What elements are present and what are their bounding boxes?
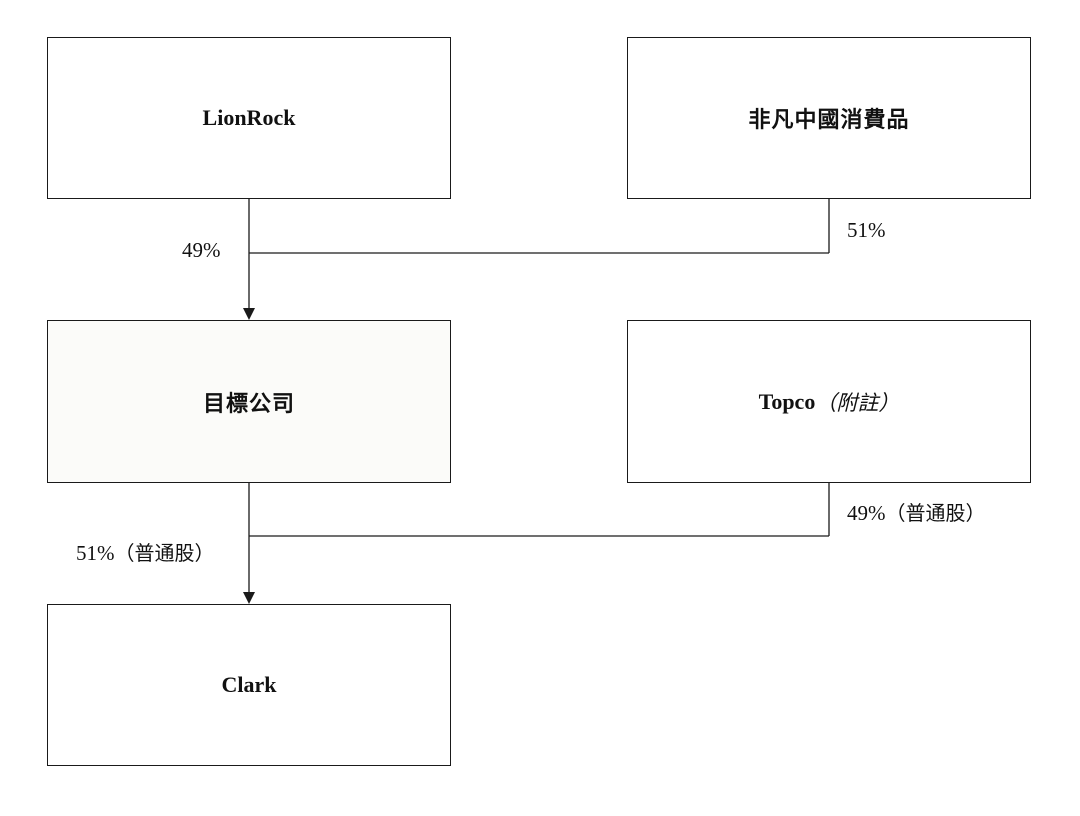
pct-lionrock-target: 49% <box>182 238 221 262</box>
entity-box-feifan: 非凡中國消費品 <box>627 37 1031 199</box>
entity-box-lionrock: LionRock <box>47 37 451 199</box>
pct-target-clark: 51%（普通股） <box>76 537 215 566</box>
pct-feifan-target: 51% <box>847 218 886 242</box>
entity-label-topco: Topco <box>758 388 816 414</box>
entity-label-feifan: 非凡中國消費品 <box>748 108 910 133</box>
arrow-to-target <box>243 308 255 320</box>
pct-target-clark-class: （普通股） <box>114 541 215 565</box>
entity-box-target: 目標公司 <box>47 320 451 483</box>
entity-label-clark: Clark <box>221 672 277 697</box>
pct-target-clark-value: 51% <box>76 541 115 565</box>
arrow-to-clark <box>243 592 255 604</box>
entity-label-target: 目標公司 <box>202 391 295 417</box>
entity-note-topco: （附註） <box>815 390 900 415</box>
entity-label-lionrock: LionRock <box>202 105 296 130</box>
pct-topco-clark-value: 49% <box>847 501 886 525</box>
pct-topco-clark: 49%（普通股） <box>847 497 986 526</box>
entity-box-clark: Clark <box>47 604 451 766</box>
entity-box-topco: Topco（附註） <box>627 320 1031 483</box>
pct-topco-clark-class: （普通股） <box>885 501 986 525</box>
